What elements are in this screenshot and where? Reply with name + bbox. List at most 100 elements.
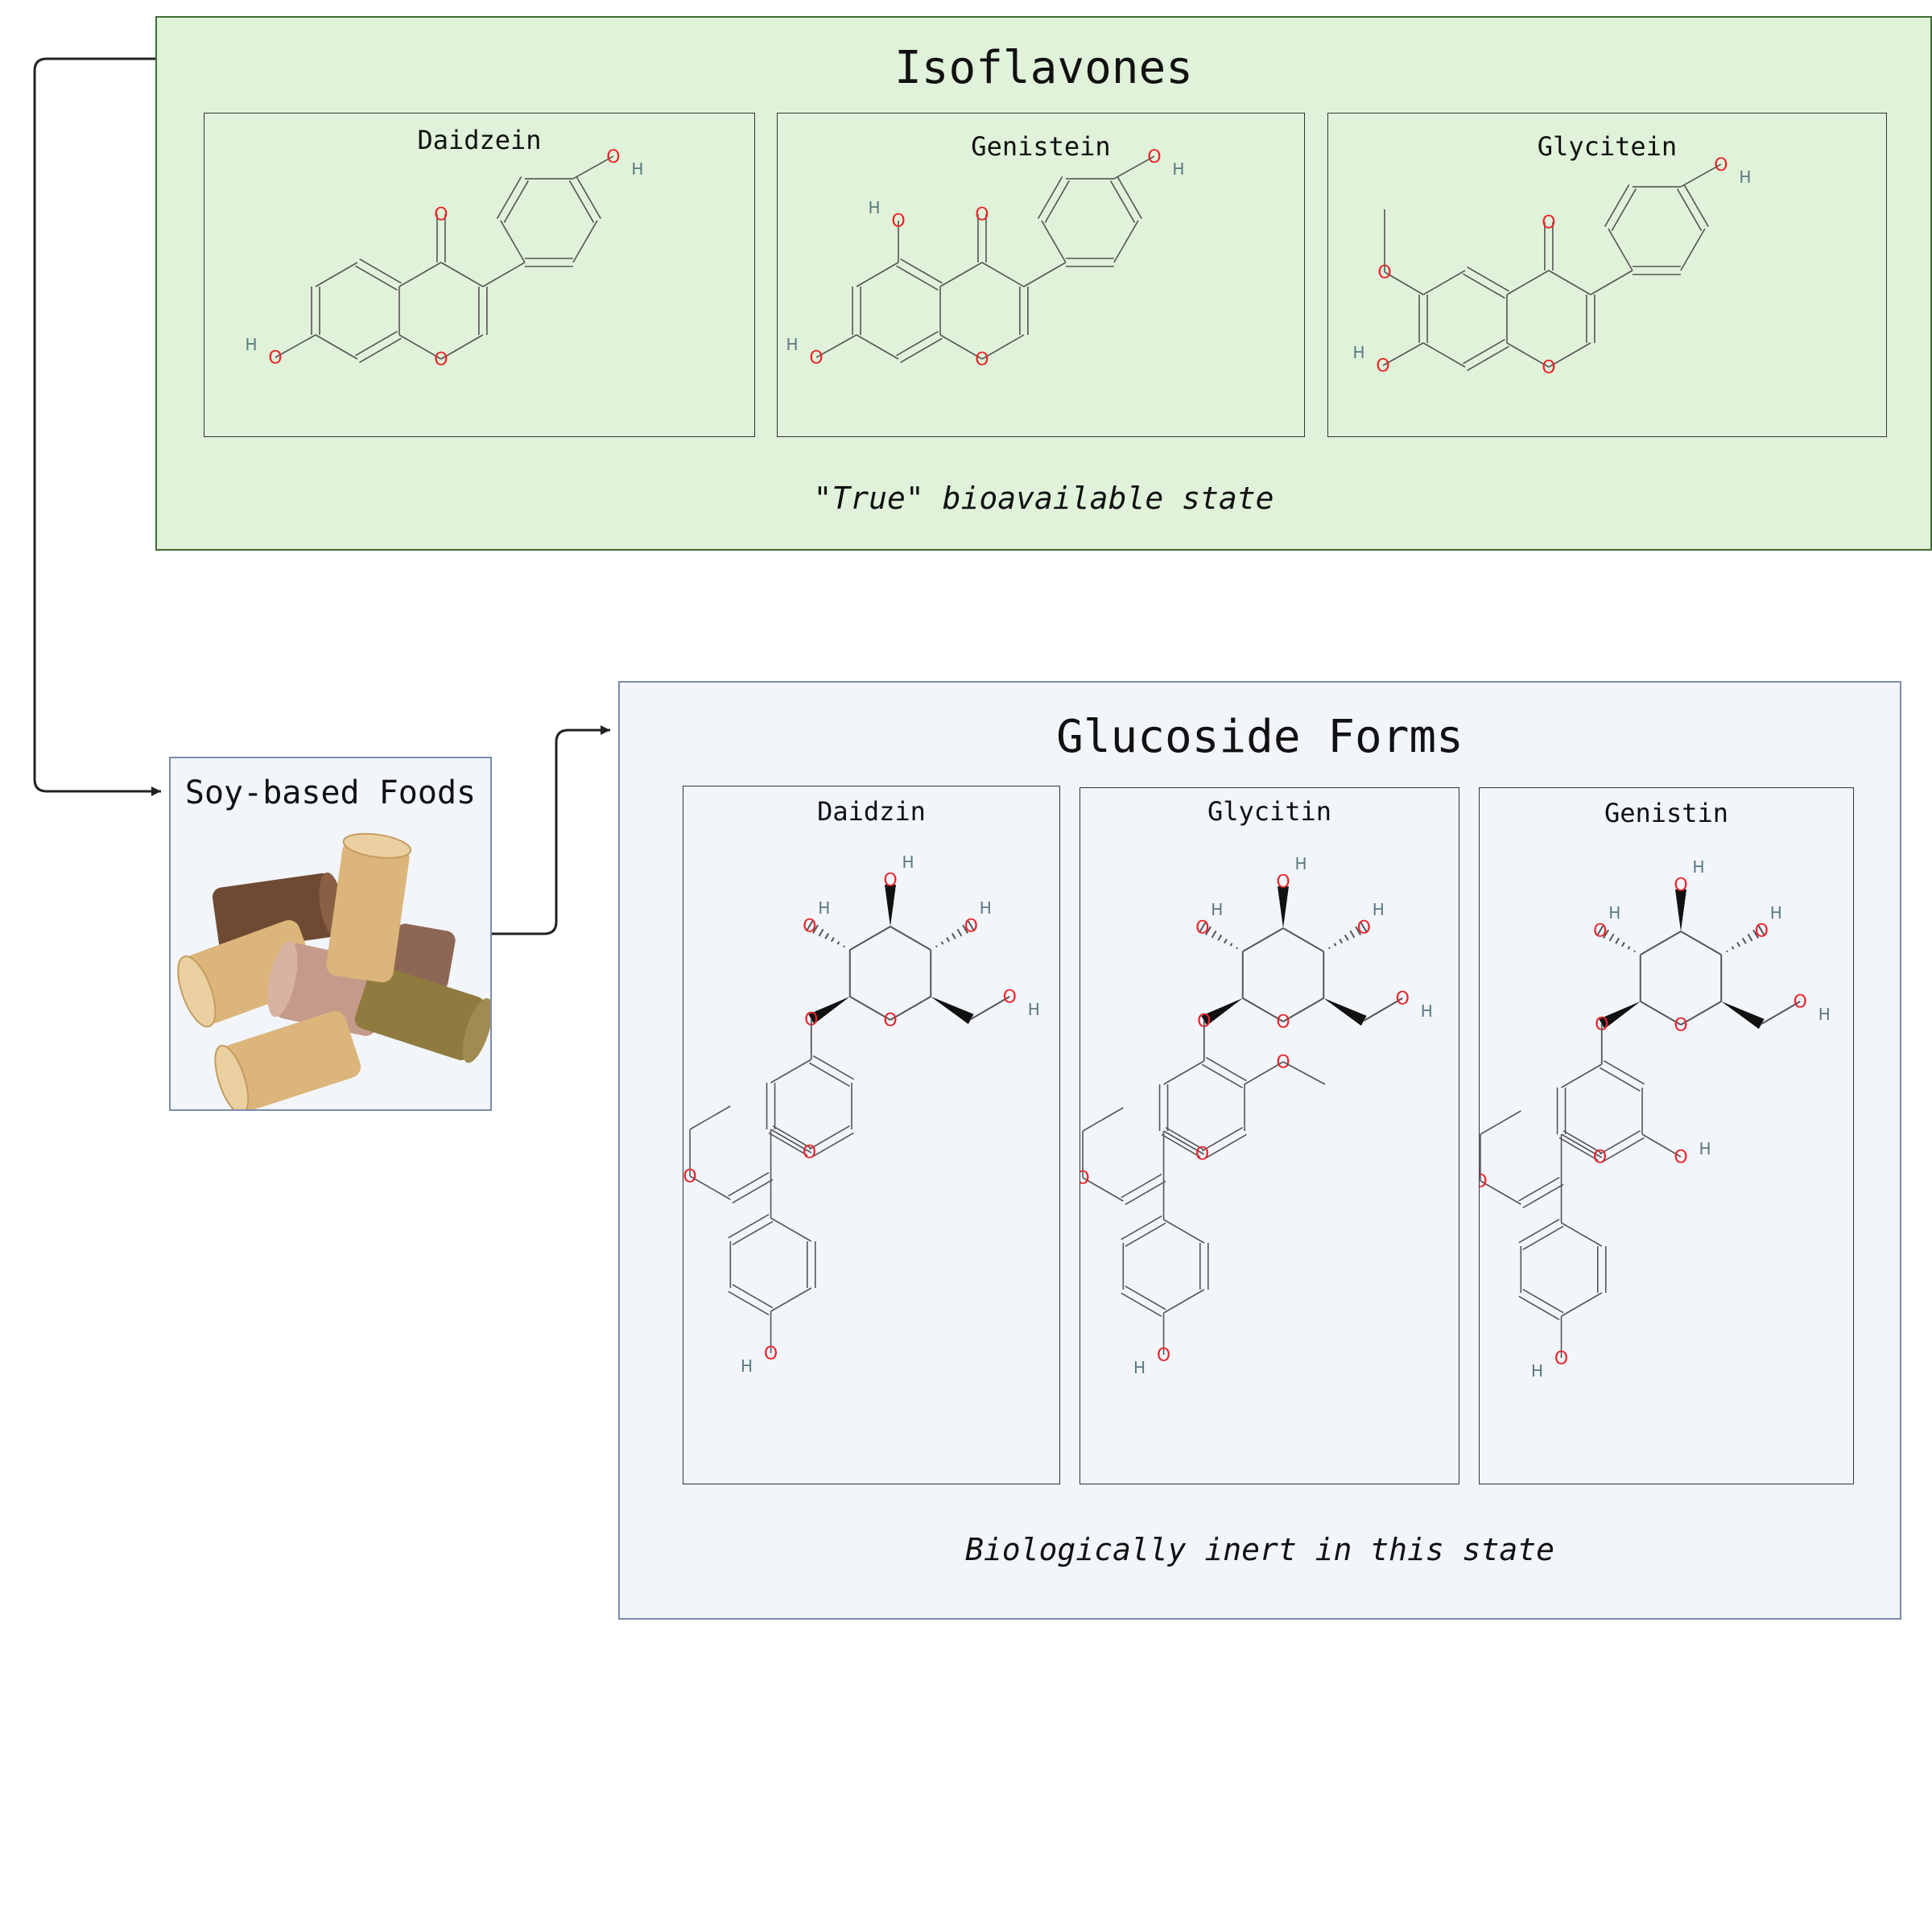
atom-O: O <box>764 1344 778 1364</box>
bond <box>1640 1001 1682 1026</box>
bond <box>956 928 963 937</box>
atom-H: H <box>1028 1000 1040 1019</box>
bond <box>1633 950 1636 953</box>
glucosides-caption: Biologically inert in this state <box>964 1532 1555 1567</box>
atom-O: O <box>803 917 816 937</box>
atom-O: O <box>1554 1349 1568 1369</box>
isoflavones-caption: "True" bioavailable state <box>813 481 1274 516</box>
wedge-bond <box>808 997 850 1025</box>
atom-H: H <box>1739 167 1751 187</box>
bond <box>689 1175 731 1200</box>
bond <box>1467 266 1509 292</box>
atom-O: O <box>1276 1053 1290 1073</box>
atom-O: O <box>1376 357 1389 377</box>
atom-O: O <box>883 1011 897 1031</box>
atom-O: O <box>975 350 989 370</box>
atom-O: O <box>964 917 978 937</box>
bond <box>1117 176 1142 219</box>
bond <box>1603 1137 1645 1162</box>
bond <box>1463 338 1505 365</box>
bond <box>770 1059 812 1084</box>
bond <box>1602 929 1609 939</box>
atom-H: H <box>868 198 880 217</box>
bond <box>970 996 1010 1020</box>
bond <box>315 262 358 287</box>
bond <box>1603 1059 1645 1085</box>
bond <box>1282 927 1324 952</box>
bond <box>1211 930 1217 939</box>
bond <box>1561 1063 1603 1088</box>
bond <box>1596 925 1604 936</box>
bond <box>1463 273 1505 299</box>
bond <box>940 941 944 945</box>
bond <box>1201 1126 1243 1152</box>
bond <box>849 926 891 951</box>
bond <box>1680 163 1722 188</box>
atom-H: H <box>1608 903 1620 923</box>
bond <box>482 262 526 287</box>
atom-O: O <box>975 205 989 225</box>
bond <box>967 920 975 931</box>
bond <box>824 932 830 939</box>
bond <box>496 176 522 219</box>
bond <box>359 337 402 364</box>
bond <box>1363 997 1403 1022</box>
bond <box>1599 1129 1641 1155</box>
atom-O: O <box>883 871 897 891</box>
atom-O: O <box>1480 1172 1488 1192</box>
bond <box>808 1062 850 1088</box>
connector-soy-to-glucosides <box>492 725 610 935</box>
bond <box>689 1105 731 1130</box>
bond <box>1590 270 1633 295</box>
bond <box>1561 1133 1603 1158</box>
bond <box>1506 270 1550 295</box>
bond <box>1736 942 1741 947</box>
bond <box>728 1290 770 1316</box>
bond <box>1518 1176 1560 1202</box>
atom-H: H <box>741 1356 753 1376</box>
bond <box>1205 1133 1247 1159</box>
atom-O: O <box>809 349 823 369</box>
bond <box>1726 950 1728 953</box>
atom-H: H <box>1699 1139 1711 1158</box>
soy-food-pieces-icon <box>177 832 490 1109</box>
molecule-name: Daidzin <box>817 796 926 827</box>
bond <box>1125 1285 1166 1311</box>
bond <box>1731 946 1735 950</box>
bond <box>1563 1129 1603 1154</box>
bond <box>1113 220 1139 263</box>
bond <box>836 941 840 945</box>
bond <box>900 258 943 284</box>
bond <box>728 1171 770 1197</box>
atom-O: O <box>434 350 448 370</box>
atom-O: O <box>1755 922 1769 942</box>
bond <box>1163 1219 1205 1244</box>
bond <box>1480 1180 1521 1205</box>
bond <box>1023 262 1067 287</box>
wedge-bond <box>931 997 974 1025</box>
bond <box>1204 926 1212 935</box>
bond <box>890 926 931 951</box>
bond <box>572 220 598 263</box>
bond <box>1522 1183 1564 1209</box>
bond <box>890 996 931 1021</box>
wedge-bond <box>885 885 896 927</box>
atom-O: O <box>1003 988 1017 1008</box>
wedge-bond <box>1675 890 1686 931</box>
bond <box>1205 1056 1247 1082</box>
wedge-bond <box>1278 886 1289 928</box>
bond <box>1217 934 1223 941</box>
bond <box>1236 947 1238 950</box>
bond <box>770 1129 812 1154</box>
atom-O: O <box>1593 1148 1607 1168</box>
glucosides-title: Glucoside Forms <box>1056 711 1463 763</box>
atom-H: H <box>980 898 992 918</box>
soy-foods-title: Soy-based Foods <box>184 774 477 811</box>
bond <box>1339 939 1344 944</box>
